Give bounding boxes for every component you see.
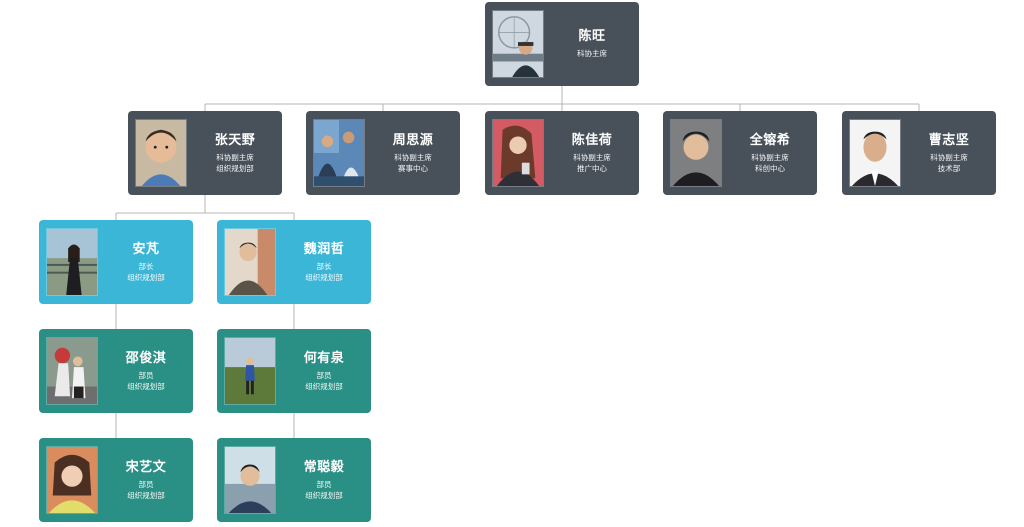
person-name: 周思源 [392,132,434,148]
person-info: 陈佳荷 科协副主席 推广中心 [547,111,637,195]
person-department: 组织规划部 [127,272,165,282]
person-info: 邵俊淇 部员 组织规划部 [101,329,191,413]
person-title: 部员 [138,370,154,380]
person-department: 组织规划部 [127,381,165,391]
person-name: 宋艺文 [125,459,167,475]
person-department: 科创中心 [755,163,785,173]
portrait-photo-selfie [670,119,722,187]
person-name: 邵俊淇 [125,350,167,366]
person-title: 科协副主席 [573,152,611,162]
person-title: 部员 [316,479,332,489]
portrait-photo-group [313,119,365,187]
portrait-photo-child [135,119,187,187]
person-card-heyouquan[interactable]: 何有泉 部员 组织规划部 [217,329,371,413]
person-title: 科协副主席 [216,152,254,162]
person-info: 陈旺 科协主席 [547,2,637,86]
person-title: 部员 [138,479,154,489]
person-title: 部长 [138,261,154,271]
person-department: 组织规划部 [216,163,254,173]
person-info: 周思源 科协副主席 赛事中心 [368,111,458,195]
person-info: 曹志坚 科协副主席 技术部 [904,111,994,195]
person-title: 科协副主席 [751,152,789,162]
person-department: 技术部 [937,163,961,173]
portrait-photo-id [849,119,901,187]
person-info: 宋艺文 部员 组织规划部 [101,438,191,522]
person-info: 全镕希 科协副主席 科创中心 [725,111,815,195]
person-card-zhangtianye[interactable]: 张天野 科协副主席 组织规划部 [128,111,282,195]
person-card-zhousiyuan[interactable]: 周思源 科协副主席 赛事中心 [306,111,460,195]
person-department: 组织规划部 [305,490,343,500]
person-title: 科协主席 [577,49,607,58]
portrait-photo-phone [492,119,544,187]
portrait-photo-sky [224,446,276,514]
person-title: 部员 [316,370,332,380]
portrait-photo-girl [46,446,98,514]
person-card-shaojunqi[interactable]: 邵俊淇 部员 组织规划部 [39,329,193,413]
person-info: 常聪毅 部员 组织规划部 [279,438,369,522]
person-info: 张天野 科协副主席 组织规划部 [190,111,280,195]
person-card-chenjiahe[interactable]: 陈佳荷 科协副主席 推广中心 [485,111,639,195]
person-title: 科协副主席 [394,152,432,162]
person-card-weirunzhe[interactable]: 魏润哲 部长 组织规划部 [217,220,371,304]
person-department: 推广中心 [577,163,607,173]
person-name: 全镕希 [749,132,791,148]
portrait-photo-mascot [46,337,98,405]
person-card-songyiwen[interactable]: 宋艺文 部员 组织规划部 [39,438,193,522]
person-department: 组织规划部 [305,272,343,282]
person-info: 何有泉 部员 组织规划部 [279,329,369,413]
person-name: 安芃 [132,241,160,257]
person-name: 魏润哲 [303,241,345,257]
person-title: 科协副主席 [930,152,968,162]
portrait-photo-ferris-wheel [492,10,544,78]
person-title: 部长 [316,261,332,271]
person-name: 张天野 [214,132,256,148]
person-info: 魏润哲 部长 组织规划部 [279,220,369,304]
person-card-anqi[interactable]: 安芃 部长 组织规划部 [39,220,193,304]
portrait-photo-indoor [224,228,276,296]
person-info: 安芃 部长 组织规划部 [101,220,191,304]
person-name: 陈旺 [578,29,606,44]
person-department: 组织规划部 [127,490,165,500]
person-name: 何有泉 [303,350,345,366]
person-card-chenwang[interactable]: 陈旺 科协主席 [485,2,639,86]
person-department: 组织规划部 [305,381,343,391]
person-card-caozhijian[interactable]: 曹志坚 科协副主席 技术部 [842,111,996,195]
portrait-photo-field [224,337,276,405]
person-name: 常聪毅 [303,459,345,475]
person-department: 赛事中心 [398,163,428,173]
person-name: 陈佳荷 [571,132,613,148]
portrait-photo-outdoor [46,228,98,296]
person-name: 曹志坚 [928,132,970,148]
person-card-changcongyi[interactable]: 常聪毅 部员 组织规划部 [217,438,371,522]
person-card-quanrongxi[interactable]: 全镕希 科协副主席 科创中心 [663,111,817,195]
